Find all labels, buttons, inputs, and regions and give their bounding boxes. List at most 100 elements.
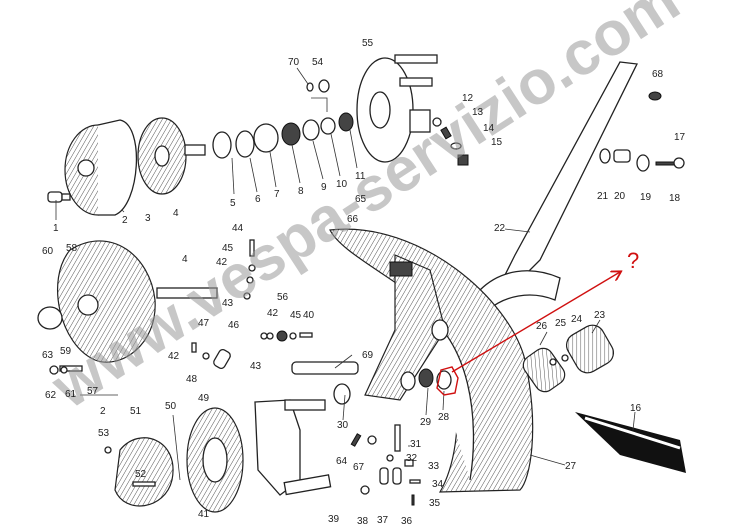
highlight-circle xyxy=(436,366,459,396)
part-label: 2 xyxy=(122,215,128,226)
part-label: 29 xyxy=(420,417,432,428)
part-label: 48 xyxy=(186,374,198,385)
part-label: 45 xyxy=(290,310,302,321)
part-label: 60 xyxy=(42,246,54,257)
part-label: 51 xyxy=(130,406,142,417)
part-label: 11 xyxy=(355,171,366,182)
part-label: 70 xyxy=(288,57,300,68)
part-label: 37 xyxy=(377,515,389,526)
part-label: 43 xyxy=(250,361,262,372)
brake-shoes xyxy=(104,437,174,507)
part-label: 44 xyxy=(232,223,244,234)
axle-and-bearings xyxy=(291,361,452,405)
part-label: 34 xyxy=(432,479,444,490)
fork-leg xyxy=(364,254,449,401)
part-label: 36 xyxy=(401,516,413,527)
part-label: 6 xyxy=(255,194,261,205)
part-label: 42 xyxy=(267,308,279,319)
part-label: 58 xyxy=(66,243,78,254)
part-label: 31 xyxy=(410,439,422,450)
part-label: 1 xyxy=(53,223,59,234)
part-label: 30 xyxy=(337,420,349,431)
part-label: 38 xyxy=(357,516,369,527)
part-label: 4 xyxy=(173,208,179,219)
part-label: 22 xyxy=(494,223,506,234)
part-label: 17 xyxy=(674,132,686,143)
lower-hardware xyxy=(350,424,421,506)
part-label: 42 xyxy=(216,257,228,268)
part-label: 68 xyxy=(652,69,664,80)
part-label: 23 xyxy=(594,310,606,321)
part-label: 26 xyxy=(536,321,548,332)
part-label: 28 xyxy=(438,412,450,423)
part-label: 15 xyxy=(491,137,503,148)
small-hardware xyxy=(191,239,313,369)
part-label: 39 xyxy=(328,514,340,525)
part-label: 56 xyxy=(277,292,289,303)
part-label: 64 xyxy=(336,456,348,467)
part-label: 69 xyxy=(362,350,374,361)
part-label: 24 xyxy=(571,314,583,325)
part-label: 16 xyxy=(630,403,642,414)
part-label: 57 xyxy=(87,386,99,397)
part-label: 18 xyxy=(669,193,681,204)
hub-carrier-55 xyxy=(356,54,438,163)
part-label: 32 xyxy=(406,453,418,464)
part-number-labels: 55 70 54 1 2 3 4 5 6 7 8 9 10 11 12 13 1… xyxy=(42,38,686,527)
red-annotation: ? xyxy=(436,248,639,396)
part-label: 7 xyxy=(274,189,280,200)
part-label: 47 xyxy=(198,318,210,329)
part-label: 63 xyxy=(42,350,54,361)
part-label: 35 xyxy=(429,498,441,509)
brake-drum xyxy=(64,119,137,216)
bearings-seals xyxy=(212,79,354,159)
part-label: 45 xyxy=(222,243,234,254)
brake-backplate xyxy=(37,240,218,375)
steering-tube-22 xyxy=(479,61,685,312)
part-label: 50 xyxy=(165,401,177,412)
part-label: 13 xyxy=(472,107,484,118)
part-label: 52 xyxy=(135,469,147,480)
brake-plate-49 xyxy=(186,407,244,513)
part-label: 12 xyxy=(462,93,474,104)
part-label: 49 xyxy=(198,393,210,404)
part-label: 59 xyxy=(60,346,72,357)
part-label: 61 xyxy=(65,389,77,400)
part-label: 27 xyxy=(565,461,577,472)
part-label: 9 xyxy=(321,182,327,193)
part-label: 46 xyxy=(228,320,240,331)
part-label: 14 xyxy=(483,123,495,134)
leader-lines xyxy=(55,67,636,481)
part-label: 66 xyxy=(347,214,359,225)
part-label: 25 xyxy=(555,318,567,329)
part-label: 62 xyxy=(45,390,57,401)
part-label: 40 xyxy=(303,310,315,321)
bolt-1 xyxy=(47,191,71,203)
wheel-hub-flange xyxy=(137,117,206,195)
part-label: 41 xyxy=(198,509,210,520)
shock-mounts xyxy=(522,324,615,393)
red-arrow xyxy=(451,272,620,373)
part-label: 5 xyxy=(230,198,236,209)
part-label: 65 xyxy=(355,194,367,205)
part-label: 42 xyxy=(168,351,180,362)
part-label: 20 xyxy=(614,191,626,202)
part-label: 2 xyxy=(100,406,106,417)
annotation-question-mark: ? xyxy=(627,248,639,273)
part-label: 67 xyxy=(353,462,365,473)
stripe-decal-16 xyxy=(575,412,686,473)
part-label: 55 xyxy=(362,38,374,49)
part-label: 4 xyxy=(182,254,188,265)
part-label: 21 xyxy=(597,191,609,202)
part-label: 43 xyxy=(222,298,234,309)
part-label: 53 xyxy=(98,428,110,439)
part-label: 3 xyxy=(145,213,151,224)
part-label: 19 xyxy=(640,192,652,203)
part-label: 33 xyxy=(428,461,440,472)
speedo-parts xyxy=(432,117,469,166)
part-label: 10 xyxy=(336,179,348,190)
part-label: 54 xyxy=(312,57,324,68)
front-mudguard-27 xyxy=(329,228,534,493)
